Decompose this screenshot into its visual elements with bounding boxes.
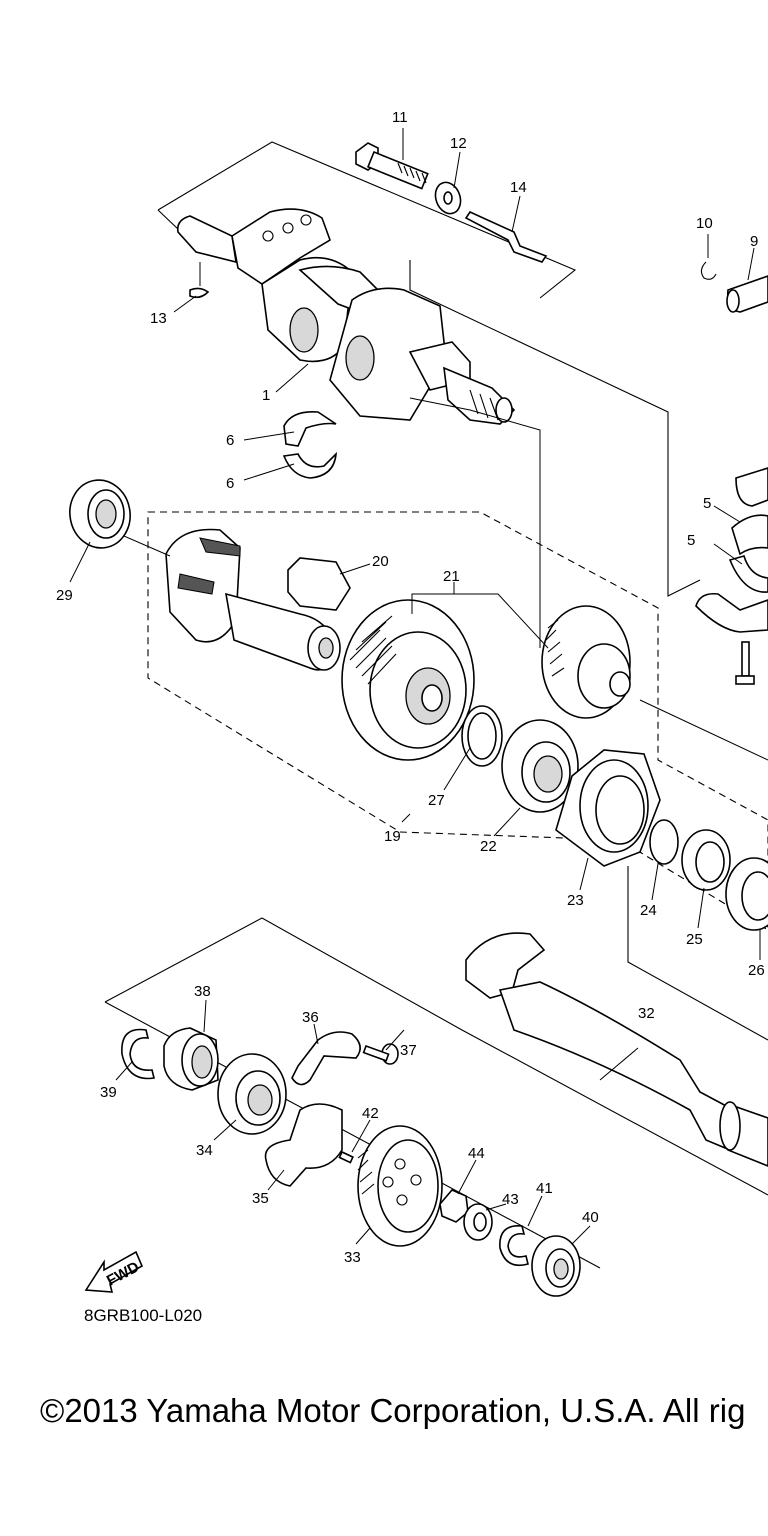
diagram-code: 8GRB100-L020 bbox=[84, 1306, 203, 1325]
piston-pin-9 bbox=[726, 275, 768, 313]
label-24: 24 bbox=[640, 902, 657, 919]
balancer-shaft-group-outline bbox=[104, 917, 768, 1196]
label-22: 22 bbox=[480, 838, 497, 855]
damper-20 bbox=[287, 557, 351, 611]
label-5a: 5 bbox=[703, 495, 711, 512]
label-33: 33 bbox=[344, 1249, 361, 1266]
label-43: 43 bbox=[502, 1191, 519, 1208]
bearing-plate-36 bbox=[291, 1031, 361, 1086]
label-39: 39 bbox=[100, 1084, 117, 1101]
label-42: 42 bbox=[362, 1105, 379, 1122]
conrod-5-upper bbox=[731, 467, 768, 556]
oil-seal-29 bbox=[69, 479, 131, 549]
o-ring-24 bbox=[649, 819, 679, 865]
label-38: 38 bbox=[194, 983, 211, 1000]
balancer-gear-33 bbox=[357, 1125, 443, 1247]
crankshaft-group-outline-lower bbox=[409, 260, 701, 597]
label-35: 35 bbox=[252, 1190, 269, 1207]
label-10: 10 bbox=[696, 215, 713, 232]
screw-37 bbox=[362, 1043, 399, 1065]
circlip-41 bbox=[499, 1225, 529, 1267]
label-32: 32 bbox=[638, 1005, 655, 1022]
balancer-shaft-32 bbox=[465, 932, 768, 1167]
collar-25 bbox=[681, 829, 731, 891]
bearing-40 bbox=[531, 1235, 581, 1297]
conrod-bolt bbox=[735, 641, 755, 685]
label-29: 29 bbox=[56, 587, 73, 604]
conrod-5-lower bbox=[695, 555, 768, 633]
circlip-39 bbox=[121, 1028, 155, 1080]
bearing-housing-23 bbox=[555, 749, 661, 867]
crank-bearing-6-lower bbox=[282, 451, 337, 479]
part-labels: 1 5 5 6 6 9 10 11 12 13 14 19 20 21 22 2… bbox=[56, 109, 765, 1266]
drive-gear bbox=[541, 605, 631, 719]
crank-bearing-6-upper bbox=[283, 410, 337, 447]
label-9: 9 bbox=[750, 233, 758, 250]
starter-clutch-gear-21 bbox=[341, 599, 475, 761]
crankshaft-group-outline bbox=[157, 141, 577, 299]
crankshaft-1 bbox=[176, 208, 516, 425]
oil-seal-26 bbox=[725, 857, 768, 931]
label-41: 41 bbox=[536, 1180, 553, 1197]
label-20: 20 bbox=[372, 553, 389, 570]
pin-14 bbox=[464, 210, 548, 263]
label-40: 40 bbox=[582, 1209, 599, 1226]
label-14: 14 bbox=[510, 179, 527, 196]
key-13 bbox=[189, 287, 210, 299]
label-19: 19 bbox=[384, 828, 401, 845]
primary-drive-shaft bbox=[165, 528, 341, 671]
label-34: 34 bbox=[196, 1142, 213, 1159]
label-23: 23 bbox=[567, 892, 584, 909]
label-37: 37 bbox=[400, 1042, 417, 1059]
label-36: 36 bbox=[302, 1009, 319, 1026]
nut-43 bbox=[463, 1203, 493, 1241]
washer-27 bbox=[461, 705, 503, 767]
bearing-34 bbox=[217, 1053, 287, 1135]
label-1: 1 bbox=[262, 387, 270, 404]
bearing-22 bbox=[501, 719, 579, 813]
copyright-notice: ©2013 Yamaha Motor Corporation, U.S.A. A… bbox=[40, 1392, 746, 1429]
leader-lines bbox=[69, 128, 768, 1245]
label-44: 44 bbox=[468, 1145, 485, 1162]
label-25: 25 bbox=[686, 931, 703, 948]
needle-bearing-38 bbox=[163, 1027, 219, 1091]
circlip-10 bbox=[700, 261, 717, 280]
label-26: 26 bbox=[748, 962, 765, 979]
pin-42 bbox=[338, 1150, 354, 1164]
washer-12 bbox=[434, 181, 462, 215]
label-6a: 6 bbox=[226, 432, 234, 449]
oil-pump-outline bbox=[627, 866, 768, 1041]
fwd-arrow-icon: FWD bbox=[84, 1250, 144, 1293]
label-6b: 6 bbox=[226, 475, 234, 492]
balancer-group-outline bbox=[147, 511, 768, 931]
balancer-weight-35 bbox=[264, 1103, 343, 1187]
label-12: 12 bbox=[450, 135, 467, 152]
label-13: 13 bbox=[150, 310, 167, 327]
label-21: 21 bbox=[443, 568, 460, 585]
label-5b: 5 bbox=[687, 532, 695, 549]
bolt-11 bbox=[355, 142, 429, 190]
label-27: 27 bbox=[428, 792, 445, 809]
label-11: 11 bbox=[392, 109, 408, 126]
